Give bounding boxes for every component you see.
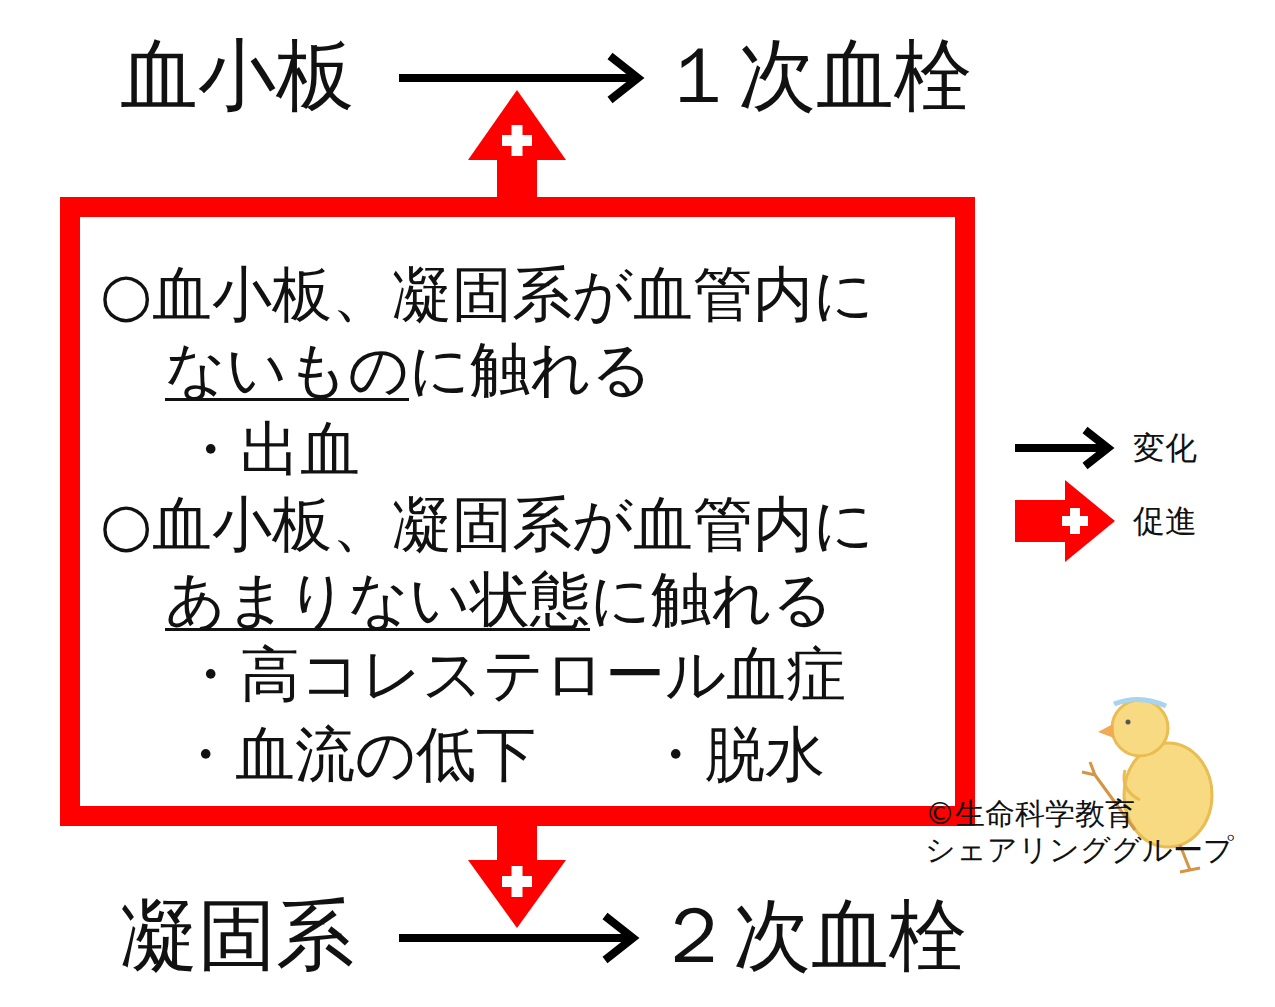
- arrow-head: [1085, 430, 1108, 466]
- condition-text: ・血流の低下: [175, 719, 536, 789]
- arrow-head: [1065, 480, 1115, 562]
- arrow-shaft: [1015, 500, 1070, 542]
- condition-text: ・出血: [180, 414, 360, 484]
- condition-text: ・高コレステロール血症: [180, 639, 846, 709]
- change-arrow: [399, 56, 638, 100]
- text-node: ２次血栓: [655, 885, 967, 985]
- condition-box: ○血小板、凝固系が血管内にないものに触れる・出血○血小板、凝固系が血管内にあまり…: [60, 197, 975, 826]
- node-label: ２次血栓: [655, 890, 967, 980]
- condition-text: に触れる: [590, 564, 833, 634]
- legend-label: 促進: [1133, 501, 1197, 541]
- change-arrow: [399, 916, 633, 960]
- arrow-line: [1015, 444, 1106, 452]
- chick-body: [1124, 743, 1212, 847]
- node-label: 凝固系: [120, 890, 354, 980]
- text-line: あまりない状態に触れる: [165, 562, 833, 637]
- plus-sign: [1070, 508, 1080, 534]
- text-line: ・脱水: [645, 717, 825, 792]
- underlined-text: あまりない状態: [165, 564, 590, 634]
- text-node: 血小板: [120, 25, 354, 125]
- node-label: １次血栓: [660, 30, 972, 120]
- promote-arrow-down: [468, 820, 566, 928]
- condition-text: ○血小板、凝固系が血管内に: [100, 259, 874, 329]
- arrow-head: [468, 90, 566, 160]
- arrow-shaft: [497, 820, 537, 865]
- promote-arrow-up: [468, 90, 566, 205]
- legend-label: 変化: [1133, 428, 1197, 468]
- condition-text: に触れる: [409, 334, 652, 404]
- copyright-note: ©生命科学教育 シェアリンググループ: [925, 796, 1255, 868]
- text-node: １次血栓: [660, 25, 972, 125]
- text-node: 凝固系: [120, 885, 354, 985]
- chick-beak: [1098, 724, 1114, 738]
- chick-head: [1112, 700, 1168, 756]
- plus-sign: [512, 125, 523, 156]
- condition-text: ・脱水: [645, 719, 825, 789]
- text-line: ないものに触れる: [165, 332, 652, 407]
- arrow-line: [399, 934, 628, 942]
- plus-sign: [512, 866, 523, 897]
- text-line: ○血小板、凝固系が血管内に: [100, 257, 874, 332]
- arrow-line: [399, 74, 633, 82]
- node-label: 血小板: [120, 30, 354, 120]
- text-line: ○血小板、凝固系が血管内に: [100, 487, 874, 562]
- legend-promote-sample: [1015, 480, 1115, 562]
- legend-change-sample: [1015, 430, 1108, 466]
- chick-wing: [1124, 770, 1140, 800]
- underlined-text: ないもの: [165, 334, 409, 404]
- arrow-head: [468, 860, 566, 928]
- arrow-head: [605, 916, 633, 960]
- arrow-head: [610, 56, 638, 100]
- chick-headband: [1114, 699, 1166, 706]
- text-line: ・血流の低下: [175, 717, 536, 792]
- text-line: ・出血: [180, 412, 360, 487]
- text-line: ・高コレステロール血症: [180, 637, 846, 712]
- condition-text: ○血小板、凝固系が血管内に: [100, 489, 874, 559]
- chick-eye: [1126, 720, 1131, 725]
